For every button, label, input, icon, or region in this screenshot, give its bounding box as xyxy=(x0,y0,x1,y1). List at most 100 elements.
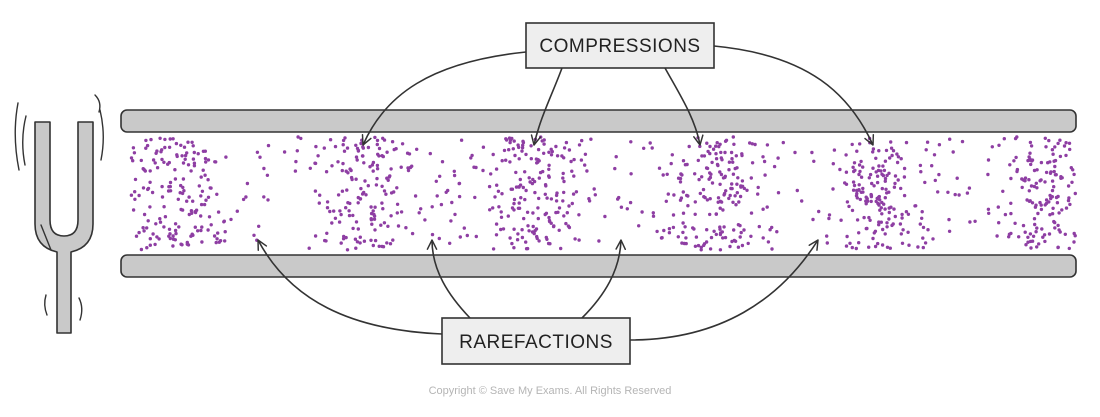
air-particle xyxy=(883,179,887,183)
air-particle xyxy=(313,161,317,165)
air-particle xyxy=(696,158,700,163)
air-particle xyxy=(1072,172,1076,177)
air-particle xyxy=(1041,235,1045,239)
rarefaction-arrow xyxy=(629,239,819,341)
air-particle xyxy=(895,160,900,165)
air-particle xyxy=(739,230,743,235)
air-particle xyxy=(245,181,250,186)
air-particle xyxy=(209,223,213,227)
air-particle xyxy=(1017,235,1021,239)
compression-arrow xyxy=(713,45,875,146)
air-particle xyxy=(131,159,135,163)
air-particle xyxy=(702,195,706,199)
air-particle xyxy=(325,200,330,204)
air-particle xyxy=(680,173,684,177)
air-particle xyxy=(731,200,735,204)
air-particle xyxy=(614,155,618,159)
air-particle xyxy=(881,164,885,168)
air-particle xyxy=(415,147,419,151)
air-particle xyxy=(1040,227,1044,231)
air-particle xyxy=(845,234,849,239)
air-particle xyxy=(700,175,704,179)
air-particle xyxy=(375,142,379,147)
air-particle xyxy=(342,149,347,153)
air-particle xyxy=(141,226,145,230)
air-particle xyxy=(736,176,740,180)
compression-arrows xyxy=(361,45,875,146)
air-particle xyxy=(554,199,559,203)
air-particle xyxy=(510,187,515,191)
air-particle xyxy=(681,190,685,194)
air-particle xyxy=(1064,206,1069,210)
air-particle xyxy=(662,228,666,233)
air-particle xyxy=(686,194,690,198)
air-particle xyxy=(527,229,531,233)
air-particle xyxy=(887,210,891,215)
air-particle xyxy=(148,180,152,184)
air-particle xyxy=(844,153,848,157)
air-particle xyxy=(681,211,686,215)
air-particle xyxy=(775,230,779,234)
air-particle xyxy=(307,246,311,250)
air-particle xyxy=(223,230,227,234)
air-particle xyxy=(174,141,179,146)
air-particle xyxy=(708,151,712,156)
air-particle xyxy=(921,236,925,240)
air-particle xyxy=(499,227,503,232)
air-particle xyxy=(875,180,880,185)
air-particle xyxy=(215,192,219,196)
air-particle xyxy=(1047,232,1052,236)
air-particle xyxy=(131,146,136,150)
air-particle xyxy=(384,192,388,196)
air-particle xyxy=(1058,138,1062,142)
air-particle xyxy=(1026,240,1030,244)
air-particle xyxy=(508,140,512,145)
air-particle xyxy=(129,156,134,160)
air-particle xyxy=(155,235,159,239)
air-particle xyxy=(1050,179,1055,183)
air-particle xyxy=(904,210,909,214)
air-particle xyxy=(875,174,880,178)
air-particle xyxy=(986,158,991,162)
air-particle xyxy=(708,197,712,201)
air-particle xyxy=(844,244,849,248)
air-particle xyxy=(718,206,722,210)
air-particle xyxy=(1051,152,1055,156)
air-particle xyxy=(452,173,457,178)
air-particle xyxy=(761,236,765,240)
air-particle xyxy=(430,232,435,237)
air-particle xyxy=(382,138,387,142)
air-particle xyxy=(665,172,669,176)
air-particle xyxy=(728,193,732,198)
air-particle xyxy=(1032,168,1037,173)
air-particle xyxy=(182,145,187,149)
air-particle xyxy=(163,145,167,150)
air-particle xyxy=(748,141,752,145)
air-particle xyxy=(657,166,662,170)
air-particle xyxy=(258,155,262,159)
air-particle xyxy=(857,183,861,187)
air-particle xyxy=(681,159,686,163)
air-particle xyxy=(1050,188,1055,193)
air-particle xyxy=(491,152,495,157)
air-particle xyxy=(997,221,1001,225)
air-particle xyxy=(507,148,511,152)
air-particle xyxy=(858,169,862,174)
air-particle xyxy=(1030,201,1035,205)
air-particle xyxy=(683,163,688,167)
air-particle xyxy=(332,209,336,213)
air-particle xyxy=(186,140,190,144)
air-particle xyxy=(722,225,726,229)
air-particle xyxy=(557,206,562,210)
air-particle xyxy=(339,212,343,217)
air-particle xyxy=(374,183,379,187)
air-particle xyxy=(593,193,597,197)
air-particle xyxy=(859,159,863,164)
air-particle xyxy=(199,228,203,233)
air-particle xyxy=(1035,168,1039,172)
air-particle xyxy=(1027,178,1031,182)
air-particle xyxy=(299,136,303,141)
air-particle xyxy=(740,152,744,156)
air-particle xyxy=(535,234,539,239)
air-particle xyxy=(360,192,365,196)
